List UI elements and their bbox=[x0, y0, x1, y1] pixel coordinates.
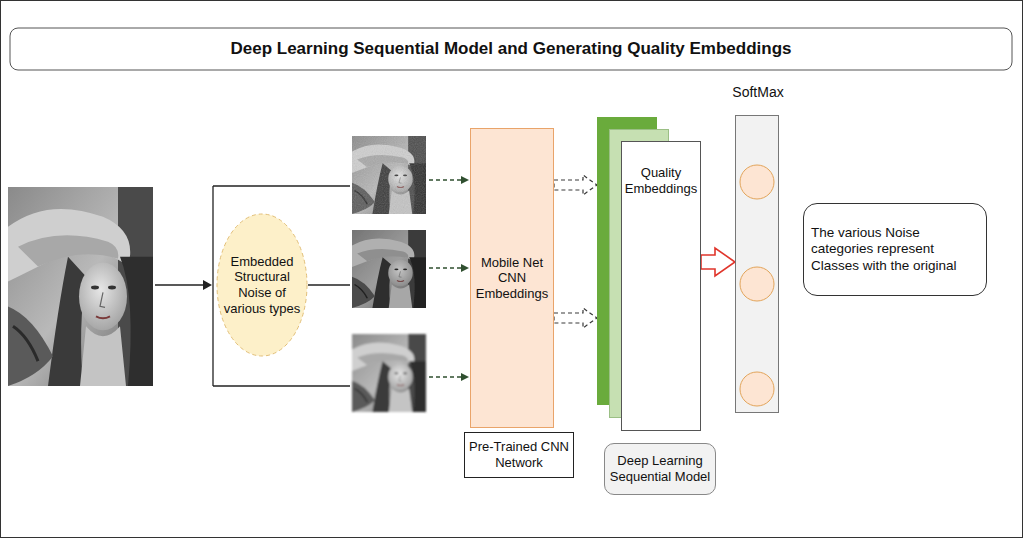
softmax-units bbox=[736, 116, 778, 412]
model-box: Deep Learning Sequential Model bbox=[604, 443, 716, 495]
title-box: Deep Learning Sequential Model and Gener… bbox=[10, 28, 1012, 70]
node-label: Deep Learning Sequential Model bbox=[608, 453, 712, 484]
bracket-lines bbox=[155, 186, 350, 386]
node-label: Quality Embeddings bbox=[623, 165, 699, 196]
text-holder: Mobile Net CNN Embeddings bbox=[474, 255, 550, 302]
arrow-head bbox=[203, 280, 212, 290]
node-label: SoftMax bbox=[708, 84, 808, 101]
noisy-image bbox=[352, 230, 426, 308]
node-label: Mobile Net CNN Embeddings bbox=[474, 255, 550, 302]
softmax-unit bbox=[740, 165, 774, 199]
softmax-layer: SoftMax bbox=[735, 115, 779, 413]
text-holder: Embedded Structural Noise of various typ… bbox=[222, 254, 302, 316]
node-label: The various Noise categories represent C… bbox=[811, 225, 979, 274]
noise-ellipse: Embedded Structural Noise of various typ… bbox=[216, 213, 308, 357]
noisy-image bbox=[352, 136, 426, 214]
text-holder: Deep Learning Sequential Model bbox=[608, 453, 712, 484]
embedding-stack: Quality Embeddings bbox=[597, 117, 701, 431]
cnn-box: Mobile Net CNN Embeddings bbox=[470, 128, 554, 428]
dashed-arrows bbox=[429, 180, 462, 377]
block-arrow bbox=[554, 175, 597, 195]
node-label: Pre-Trained CNN Network bbox=[469, 439, 569, 470]
softmax-unit bbox=[740, 372, 774, 406]
softmax-unit bbox=[740, 267, 774, 301]
text-holder: SoftMax bbox=[708, 84, 808, 101]
node-label: Embedded Structural Noise of various typ… bbox=[222, 254, 302, 316]
block-arrow bbox=[554, 308, 597, 328]
text-holder: The various Noise categories represent C… bbox=[811, 225, 979, 274]
text-holder: Pre-Trained CNN Network bbox=[469, 439, 569, 470]
block-arrow bbox=[701, 248, 735, 276]
note-box: The various Noise categories represent C… bbox=[803, 203, 987, 296]
original-image bbox=[8, 187, 153, 386]
title-frame bbox=[10, 28, 1012, 70]
noisy-image bbox=[352, 334, 426, 412]
text-holder: Quality Embeddings bbox=[623, 165, 699, 196]
caption-box: Pre-Trained CNN Network bbox=[464, 432, 574, 478]
diagram-title: Deep Learning Sequential Model and Gener… bbox=[230, 39, 791, 59]
arrow-heads bbox=[461, 176, 469, 381]
